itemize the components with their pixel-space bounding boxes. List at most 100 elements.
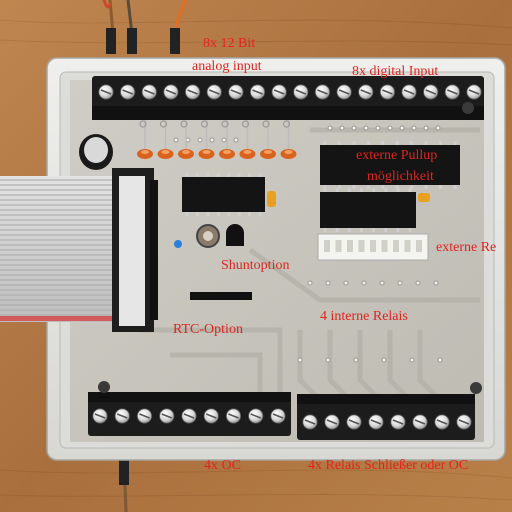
yellow-capacitor (418, 193, 430, 202)
screw-slot (447, 89, 458, 95)
ic-pin (227, 173, 231, 177)
screw-slot (161, 413, 173, 419)
led-lead-loop (139, 120, 147, 128)
screw-slot (403, 89, 415, 95)
capacitor-top (84, 137, 108, 163)
ic-pin (335, 228, 339, 232)
screw-slot (425, 89, 437, 95)
ic-pins (185, 141, 457, 232)
screw-slot (436, 419, 448, 425)
connector-pin (358, 240, 365, 252)
via-hole (361, 280, 367, 286)
screw-slot (273, 89, 285, 95)
led-highlight (202, 150, 211, 154)
wire-connector (170, 28, 180, 54)
via-hole (307, 280, 313, 286)
label-digital-input: 8x digital Input (352, 64, 439, 79)
ic-pin (347, 228, 351, 232)
yellow-capacitor (267, 191, 276, 207)
enclosure-screw-hole (470, 382, 482, 394)
via-hole (363, 125, 369, 131)
connector-pin (335, 240, 342, 252)
ic-pin (206, 212, 210, 216)
via-hole (233, 137, 239, 143)
label-analog-line1: 8x 12 Bit (203, 36, 256, 51)
ic-pin (337, 141, 341, 145)
ic-pin (424, 141, 428, 145)
ic-pin (216, 212, 220, 216)
via-hole (415, 280, 421, 286)
connector-pin (381, 240, 388, 252)
ic-pin (185, 212, 189, 216)
ic-pin (395, 185, 399, 189)
led-highlight (182, 150, 190, 154)
ic-pin (248, 173, 252, 177)
via-hole (351, 125, 357, 131)
screw-slot (187, 89, 198, 95)
ic-pin (195, 173, 199, 177)
led-highlight (141, 150, 149, 154)
ic-pin (337, 185, 341, 189)
ic-pin (185, 173, 189, 177)
screw-slot (139, 413, 150, 419)
terminal-block-top-lip (92, 106, 484, 120)
via-hole (297, 357, 303, 363)
ic-pin (396, 228, 400, 232)
ic-pin (237, 212, 241, 216)
ic-pin (396, 188, 400, 192)
via-hole (325, 357, 331, 363)
wire-connector (106, 28, 116, 54)
via-hole (353, 357, 359, 363)
screw-slot (370, 419, 382, 425)
ic-pin (237, 173, 241, 177)
ic-pin (248, 212, 252, 216)
label-analog-line2: analog input (192, 59, 262, 74)
led-highlight (243, 150, 252, 154)
ic-pin (439, 185, 443, 189)
terminal-block-bottom-left-lip (88, 392, 291, 402)
relay-connector-pins (324, 240, 422, 252)
screw-slot (317, 89, 328, 95)
via-hole (433, 280, 439, 286)
ic-pin (323, 228, 327, 232)
label-relay-contacts: 4x Relais Schließer oder OC (308, 458, 469, 473)
via-hole (399, 125, 405, 131)
ic-pin (195, 212, 199, 216)
ic-chip-right-bottom (320, 192, 416, 228)
ic-pin (381, 141, 385, 145)
led-lead-loop (221, 120, 229, 128)
connector-pin (370, 240, 376, 252)
ic-pin (366, 141, 370, 145)
ribbon-connector-clip (150, 180, 158, 320)
screw-slot (382, 89, 393, 95)
terminal-block-bottom-right-lip (297, 394, 475, 404)
via-hole (437, 357, 443, 363)
screw-slot (122, 89, 133, 95)
ic-pin (372, 228, 376, 232)
ic-pin (424, 185, 428, 189)
via-hole (197, 137, 203, 143)
connector-pin (416, 240, 422, 252)
ribbon-cable-wires (0, 179, 132, 316)
via-hole (379, 280, 385, 286)
via-hole (381, 357, 387, 363)
led-lead-loop (159, 120, 168, 128)
connector-pin (404, 240, 411, 252)
ic-pin (372, 188, 376, 192)
screw-slot (116, 413, 128, 419)
led-highlight (264, 150, 272, 154)
ic-pin (227, 212, 231, 216)
ic-pin (439, 141, 443, 145)
screw-slot (208, 89, 220, 95)
ic-pin (323, 188, 327, 192)
screw-slot (230, 89, 242, 95)
led-lead-loop (262, 120, 270, 128)
screw-slot (165, 89, 177, 95)
screw-slot (143, 89, 155, 95)
via-hole (397, 280, 403, 286)
ic-pin (381, 185, 385, 189)
ribbon-cable-red-edge (0, 316, 132, 321)
terminal-block-bottom-right (297, 400, 475, 440)
trim-potentiometer-center (203, 231, 213, 241)
enclosure-screw-hole (98, 381, 110, 393)
